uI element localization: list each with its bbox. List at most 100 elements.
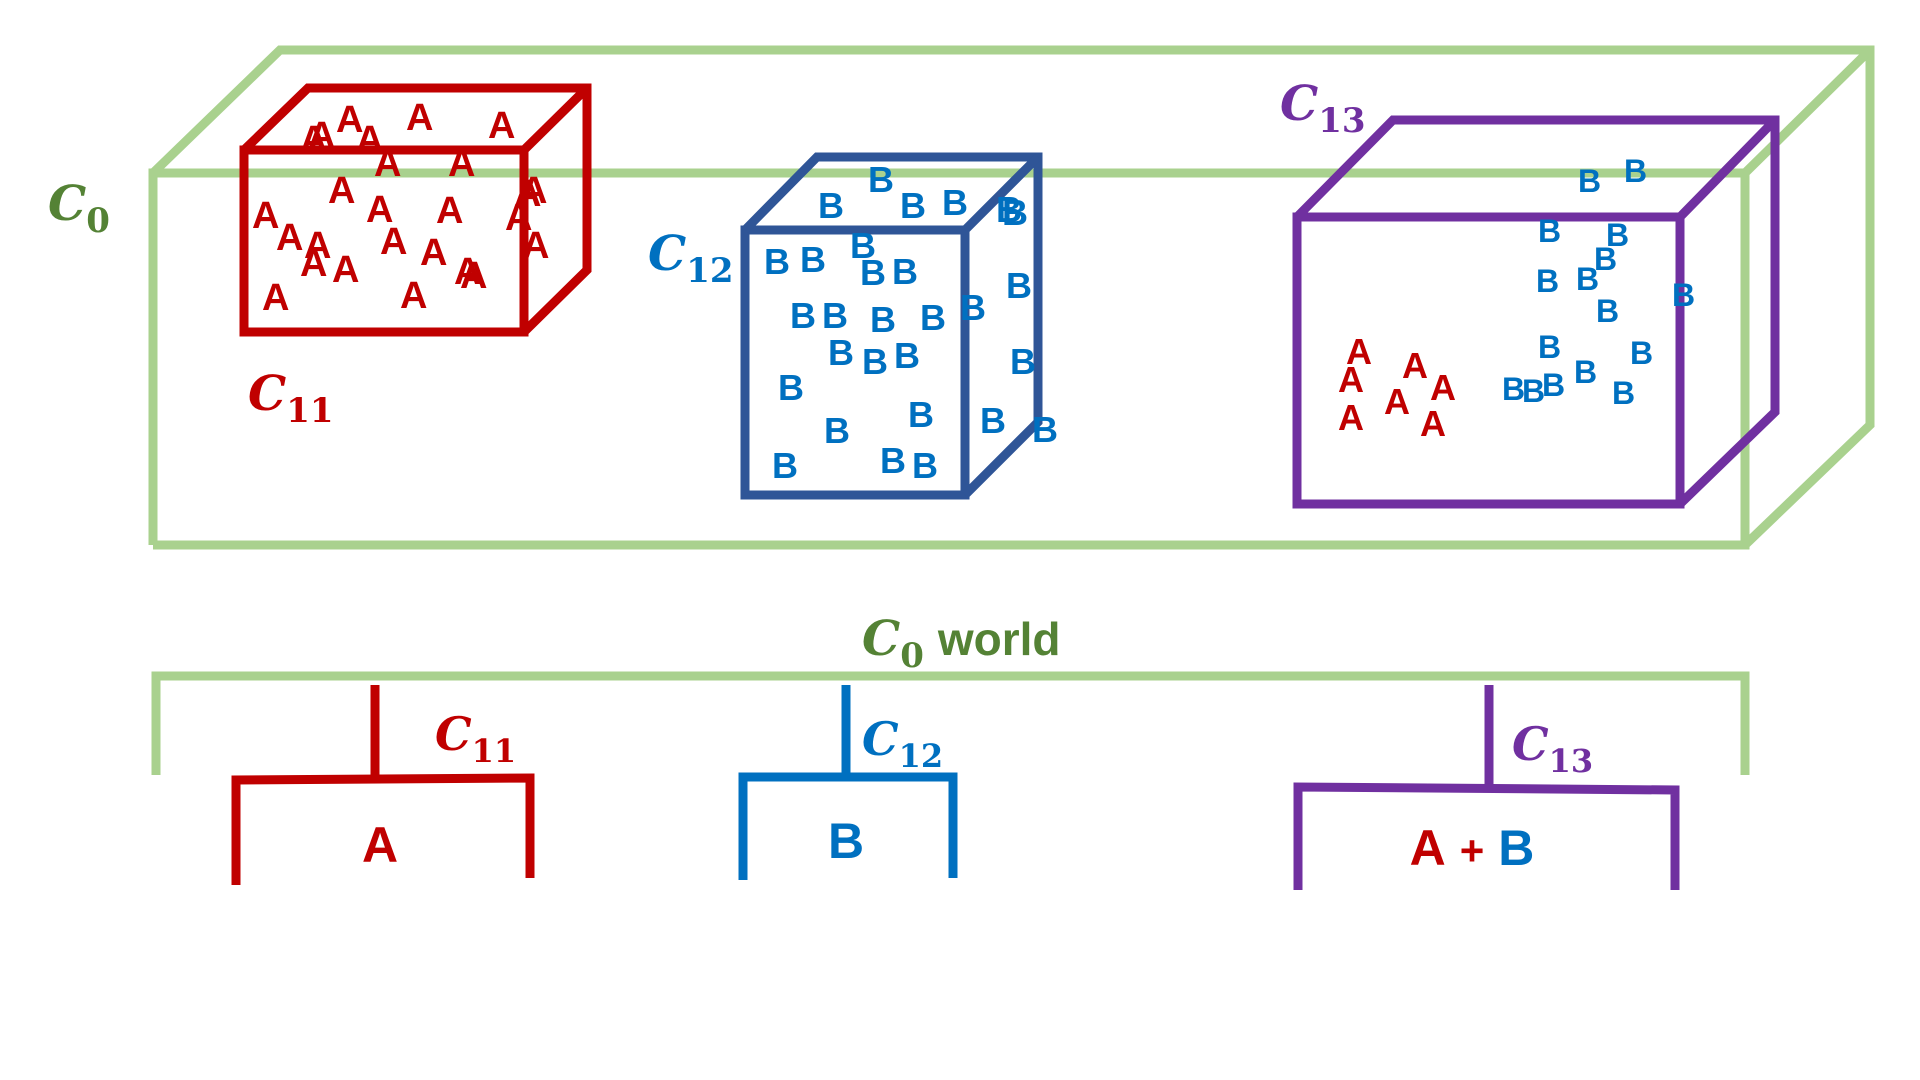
molecule-b: B [772, 445, 798, 486]
molecule-a: A [1420, 403, 1446, 444]
molecule-b: B [1002, 192, 1028, 233]
molecule-a: A [1402, 345, 1428, 386]
molecule-a: A [436, 190, 463, 232]
molecule-b: B [900, 185, 926, 226]
molecule-a: A [406, 97, 433, 139]
molecule-b: B [778, 367, 804, 408]
molecule-b: B [868, 159, 894, 200]
molecule-a: A [380, 221, 407, 263]
molecule-b: B [1502, 371, 1525, 407]
molecule-a: A [505, 197, 532, 239]
molecule-b: B [1522, 373, 1545, 409]
molecule-b: B [920, 297, 946, 338]
molecule-b: B [1578, 163, 1601, 199]
c0-compartment-box [148, 45, 1875, 550]
molecule-a: A [460, 255, 487, 297]
molecule-b: B [850, 225, 876, 266]
molecule-a: A [1430, 367, 1456, 408]
c11-label: C11 [248, 366, 334, 431]
c12-tree-label: C12 [862, 712, 943, 775]
c12-tree-content: B [828, 813, 864, 869]
molecule-a: A [374, 143, 401, 185]
molecule-b: B [980, 400, 1006, 441]
molecule-b: B [1624, 153, 1647, 189]
molecule-a: A [276, 217, 303, 259]
molecule-a: A [1346, 331, 1372, 372]
molecule-b: B [764, 241, 790, 282]
molecule-a: A [262, 277, 289, 319]
molecule-b: B [960, 287, 986, 328]
molecule-a: A [454, 251, 481, 293]
molecule-b: B [1612, 375, 1635, 411]
c13-label: C13 [1280, 76, 1366, 141]
molecule-b: B [894, 335, 920, 376]
molecule-b: B [1538, 329, 1561, 365]
molecule-b: B [1538, 213, 1561, 249]
molecule-a: A [448, 143, 475, 185]
molecule-b: B [822, 295, 848, 336]
molecule-b: B [942, 182, 968, 223]
c0-label: C0 [48, 176, 110, 241]
molecule-b: B [824, 410, 850, 451]
molecule-b: B [880, 440, 906, 481]
molecule-b: B [908, 394, 934, 435]
molecule-b: B [800, 239, 826, 280]
molecule-a: A [328, 170, 355, 212]
molecule-b: B [1606, 217, 1629, 253]
molecule-b: B [996, 189, 1022, 230]
molecule-a: A [332, 249, 359, 291]
c12-tree-branch [738, 685, 958, 880]
molecule-b: B [1576, 261, 1599, 297]
molecule-b: B [790, 295, 816, 336]
molecule-a: A [488, 105, 515, 147]
c12-compartment-box [740, 152, 1043, 500]
c11-tree-content: A [362, 817, 398, 873]
molecule-a: A [522, 225, 549, 267]
molecule-b: B [818, 185, 844, 226]
molecule-a: A [400, 275, 427, 317]
molecule-b: B [1010, 341, 1036, 382]
c12-label: C12 [648, 226, 734, 291]
molecule-a: A [304, 225, 331, 267]
molecule-b: B [1630, 335, 1653, 371]
molecule-b: B [860, 252, 886, 293]
molecule-a: A [1384, 381, 1410, 422]
c13-tree-label: C13 [1512, 717, 1593, 780]
molecule-b: B [1542, 367, 1565, 403]
c11-tree-label: C11 [435, 707, 516, 770]
molecule-a: A [1338, 359, 1364, 400]
molecule-a: A [300, 243, 327, 285]
c11-compartment-box [239, 83, 592, 337]
molecule-a: A [308, 115, 335, 157]
molecule-b: B [1594, 241, 1617, 277]
molecule-b: B [892, 251, 918, 292]
molecule-a: A [336, 99, 363, 141]
molecule-b: B [1006, 265, 1032, 306]
c0-tree-bracket [151, 671, 1750, 775]
molecule-a: A [514, 173, 541, 215]
molecule-b: B [1596, 293, 1619, 329]
c11-tree-branch [231, 685, 535, 885]
molecule-b: B [828, 332, 854, 373]
molecule-a: A [356, 119, 383, 161]
molecule-a: A [420, 232, 447, 274]
molecule-a: A [300, 119, 327, 161]
c13-tree-branch [1293, 685, 1680, 890]
molecule-b: B [862, 341, 888, 382]
molecule-a: A [366, 189, 393, 231]
molecule-b: B [1536, 263, 1559, 299]
molecule-a: A [1338, 397, 1364, 438]
molecule-b: B [1672, 277, 1695, 313]
molecule-b: B [1032, 409, 1058, 450]
molecule-b: B [912, 445, 938, 486]
c13-compartment-box [1292, 115, 1780, 509]
molecule-a: A [252, 195, 279, 237]
molecule-a: A [520, 170, 547, 212]
molecule-b: B [870, 299, 896, 340]
